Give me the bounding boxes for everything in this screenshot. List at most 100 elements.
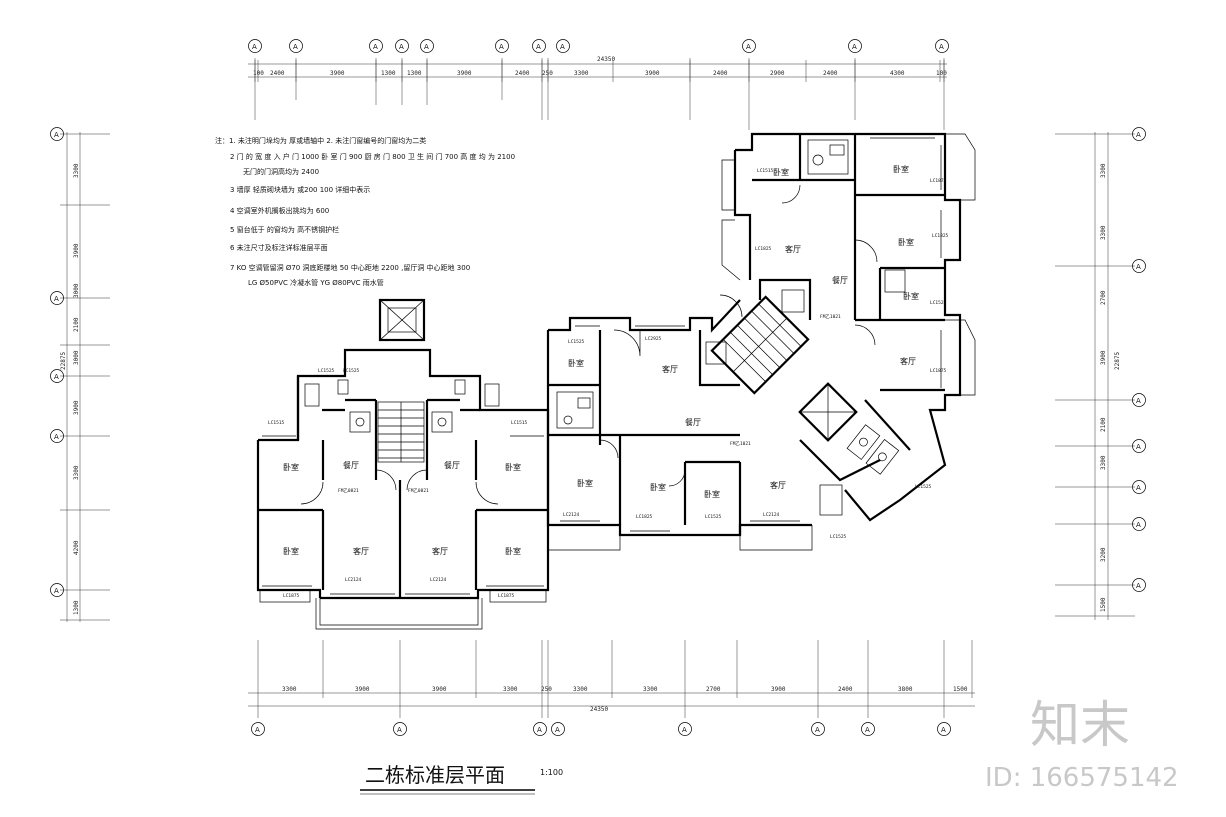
axis-bubble: A	[50, 291, 64, 305]
bottom-dim-1: 3900	[355, 686, 370, 693]
window-tag: LC2925	[645, 336, 662, 342]
axis-bubble: A	[1132, 578, 1146, 592]
svg-text:A: A	[746, 43, 751, 51]
window-tag: LC1525	[568, 339, 585, 345]
room-label-bedroom: 卧室	[773, 167, 789, 177]
axis-bubble: A	[395, 39, 409, 53]
window-tag: LC1515	[511, 420, 528, 426]
axis-bubble: A	[50, 583, 64, 597]
top-dim-7: 250	[542, 70, 553, 77]
drawing-title: 二栋标准层平面	[365, 763, 505, 787]
room-label-living: 客厅	[432, 546, 448, 556]
svg-text:A: A	[536, 43, 541, 51]
note-line: 无门的门洞高均为 2400	[243, 167, 319, 176]
top-dim-0: 100	[253, 70, 264, 77]
window-tag: LC1525	[343, 368, 360, 374]
top-dim-13: 4300	[890, 70, 905, 77]
svg-text:A: A	[54, 587, 59, 595]
bottom-dim-4: 250	[541, 686, 552, 693]
right-total-dimension: 22875	[1114, 352, 1121, 370]
svg-text:A: A	[373, 43, 378, 51]
left-dim-3: 2100	[73, 317, 80, 332]
room-label-bedroom: 卧室	[650, 482, 666, 492]
axis-bubble: A	[811, 722, 825, 736]
svg-text:A: A	[865, 726, 870, 734]
axis-bubble: A	[551, 722, 565, 736]
left-dim-4: 3000	[73, 350, 80, 365]
window-tag: LC1875	[930, 368, 947, 374]
window-tag: LC1875	[283, 593, 300, 599]
door-tag: FM乙0821	[338, 487, 359, 494]
svg-text:A: A	[852, 43, 857, 51]
room-label-bedroom: 卧室	[898, 237, 914, 247]
note-line: 注：1. 未注明门垛均为 厚或墙轴中 2. 未注门窗编号的门窗均为二类	[215, 136, 426, 145]
right-dim-5: 3300	[1100, 455, 1107, 470]
bottom-dim-3: 3300	[503, 686, 518, 693]
right-wing-walls	[721, 132, 976, 522]
drawing-scale: 1:100	[540, 768, 563, 777]
left-dim-1: 3900	[73, 243, 80, 258]
window-tag: LC1525	[705, 514, 722, 520]
svg-text:A: A	[1136, 131, 1141, 139]
svg-text:A: A	[560, 43, 565, 51]
svg-text:A: A	[252, 43, 257, 51]
door-tag: FM乙1021	[730, 440, 751, 447]
top-dim-3: 1300	[381, 70, 396, 77]
top-dim-6: 2400	[515, 70, 530, 77]
window-tag: LC2124	[763, 512, 780, 518]
left-dim-2: 3000	[73, 283, 80, 298]
top-dim-5: 3900	[457, 70, 472, 77]
axis-bubble: A	[1132, 127, 1146, 141]
window-tag: LC1525	[318, 368, 335, 374]
top-dim-9: 3900	[645, 70, 660, 77]
room-label-bedroom: 卧室	[893, 164, 909, 174]
core-stair-elevator	[698, 278, 881, 482]
bottom-dim-8: 3900	[771, 686, 786, 693]
left-dim-5: 3900	[73, 400, 80, 415]
top-axis-bubbles: A A A A A A A A A A A	[248, 39, 949, 53]
left-dim-8: 1300	[73, 600, 80, 615]
window-tag: LC2124	[345, 577, 362, 583]
room-label-living: 客厅	[353, 546, 369, 556]
room-label-dining: 餐厅	[832, 276, 848, 285]
axis-bubble: A	[50, 429, 64, 443]
top-dim-14: 100	[936, 70, 947, 77]
room-label-bedroom: 卧室	[903, 291, 919, 301]
axis-bubble: A	[495, 39, 509, 53]
svg-text:A: A	[555, 726, 560, 734]
bottom-dim-6: 3300	[643, 686, 658, 693]
svg-text:A: A	[54, 433, 59, 441]
right-dim-6: 3200	[1100, 547, 1107, 562]
bottom-dim-9: 2400	[838, 686, 853, 693]
left-dim-0: 3300	[73, 163, 80, 178]
svg-text:A: A	[293, 43, 298, 51]
room-label-dining: 餐厅	[343, 461, 359, 470]
axis-bubble: A	[848, 39, 862, 53]
right-dimension-chain: 22875 3300 3300 2700 3900 2100 3300 3200…	[1055, 127, 1146, 620]
right-dim-7: 1500	[1100, 597, 1107, 612]
svg-text:A: A	[54, 295, 59, 303]
top-dim-10: 2400	[713, 70, 728, 77]
left-dim-6: 3300	[73, 465, 80, 480]
top-total-dimension: 24350	[597, 56, 615, 63]
note-line: 3 墙厚 轻质砌块墙为 或200 100 详细中表示	[230, 185, 370, 194]
svg-text:A: A	[1136, 582, 1141, 590]
right-wing-room-labels: 卧室 卧室 客厅 卧室 餐厅 卧室 客厅 LC1515 LC1875 LC182…	[755, 164, 949, 540]
axis-bubble: A	[935, 39, 949, 53]
window-tag: LC1525	[915, 484, 932, 490]
note-line: 2 门 的 宽 度 入 户 门 1000 卧 室 门 900 厨 房 门 800…	[230, 152, 515, 161]
svg-text:A: A	[255, 726, 260, 734]
room-label-bedroom: 卧室	[505, 462, 521, 472]
axis-bubble: A	[393, 722, 407, 736]
left-total-dimension: 22875	[60, 352, 67, 370]
top-dim-2: 3900	[330, 70, 345, 77]
window-tag: LC1525	[830, 534, 847, 540]
door-tag: FM乙0821	[408, 487, 429, 494]
axis-bubble: A	[532, 39, 546, 53]
watermark-id: ID: 166575142	[985, 763, 1179, 793]
left-dim-7: 4200	[73, 540, 80, 555]
top-dim-12: 2400	[823, 70, 838, 77]
right-dim-4: 2100	[1100, 417, 1107, 432]
window-tag: LC1875	[498, 593, 515, 599]
